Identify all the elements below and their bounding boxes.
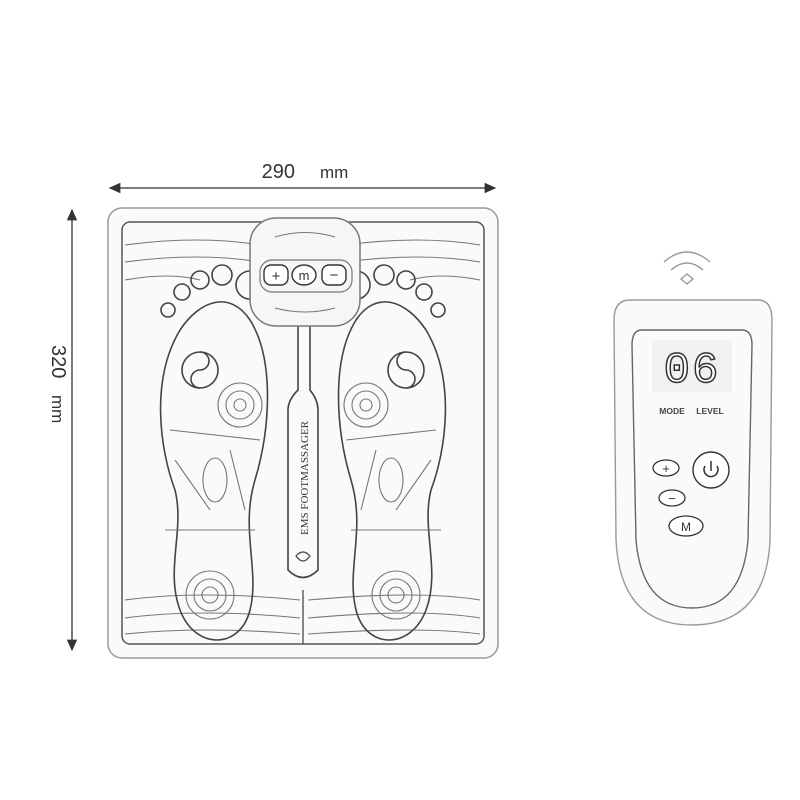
mat-mode-label: m (299, 268, 310, 283)
logo-icon (295, 551, 311, 562)
mat-minus-label: − (330, 267, 339, 284)
remote-plus-button[interactable] (652, 459, 680, 477)
remote-mode-button[interactable] (668, 515, 704, 537)
remote-plus-label: + (662, 461, 670, 476)
mat-plus-label: + (272, 268, 281, 285)
remote-control: 06 MODE LEVEL + − M (613, 251, 773, 626)
lcd-display (652, 340, 732, 392)
height-value: 320 (47, 345, 69, 378)
width-unit: mm (320, 163, 348, 182)
foot-massager-mat: EMS FOOTMASSAGER + m − (107, 207, 499, 659)
level-label: LEVEL (696, 406, 723, 416)
wifi-icon (663, 251, 711, 285)
display-value: 06 (664, 346, 721, 396)
remote-minus-label: − (668, 491, 676, 506)
mat-plus-button[interactable] (263, 264, 289, 286)
power-icon (703, 461, 719, 478)
remote-minus-button[interactable] (658, 489, 686, 507)
mode-label: MODE (659, 406, 685, 416)
mat-mode-button[interactable] (291, 264, 317, 286)
remote-mode-label: M (681, 520, 691, 534)
mat-brand-label: EMS FOOTMASSAGER (299, 420, 311, 535)
height-unit: mm (48, 395, 67, 423)
mat-minus-button[interactable] (321, 264, 347, 286)
width-value: 290 (262, 161, 295, 183)
